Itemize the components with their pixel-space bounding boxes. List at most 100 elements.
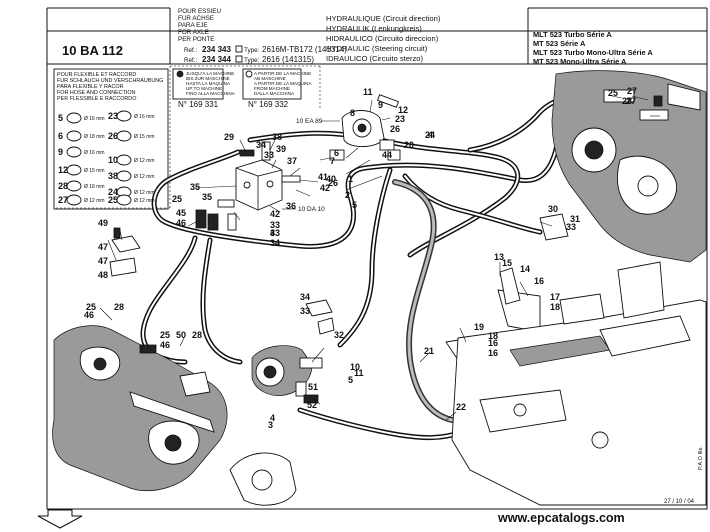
callout-41[interactable]: 41 [318,172,328,182]
callout-43[interactable]: 43 [270,228,280,238]
callout-47[interactable]: 47 [98,242,108,252]
callout-26[interactable]: 26 [390,124,400,134]
callout-5[interactable]: 5 [352,200,357,210]
callout-44[interactable]: 44 [382,150,392,160]
callout-35[interactable]: 35 [190,182,200,192]
svg-text:HYDRAULIC (Steering circuit): HYDRAULIC (Steering circuit) [326,44,428,53]
callout-30[interactable]: 30 [548,204,558,214]
page-code: 10 BA 112 [62,43,123,58]
callout-26[interactable]: 26 [328,178,338,188]
callout-46[interactable]: 46 [176,218,186,228]
callout-36[interactable]: 36 [286,201,296,211]
callout-10[interactable]: 10 [350,362,360,372]
callout-18[interactable]: 18 [550,302,560,312]
hydraulic-pump [251,345,323,404]
clamp-icon [66,180,82,192]
ref-number: 234 343 [202,45,231,54]
callout-9[interactable]: 9 [378,100,383,110]
svg-text:Type:: Type: [244,47,260,54]
callout-31[interactable]: 31 [570,214,580,224]
legend-size: Ø 18 mm [84,134,105,140]
callout-4[interactable]: 4 [428,130,433,140]
callout-45[interactable]: 45 [176,208,186,218]
callout-34[interactable]: 34 [256,140,266,150]
callout-46[interactable]: 46 [84,310,94,320]
legend-index: 26 [108,131,118,141]
callout-2[interactable]: 2 [345,190,350,200]
callout-23[interactable]: 23 [395,114,405,124]
callout-25[interactable]: 25 [172,194,182,204]
callout-3[interactable]: 3 [270,228,275,238]
callout-29[interactable]: 29 [224,132,234,142]
callout-11[interactable]: 11 [363,87,373,97]
page-arrow-icon[interactable] [37,509,83,529]
legend-size: Ø 16 mm [84,150,105,156]
callout-46[interactable]: 46 [160,340,170,350]
svg-text:A PARTIR DE LA MACHINE: A PARTIR DE LA MACHINE [254,71,311,76]
callout-16[interactable]: 16 [488,348,498,358]
type-number: 2616 (141315) [262,55,314,64]
drawing-frame [46,30,708,510]
callout-19[interactable]: 19 [474,322,484,332]
ref-link-10-da-10[interactable]: 10 DA 10 [298,206,325,213]
callout-37[interactable]: 37 [287,156,297,166]
callout-7[interactable]: 7 [330,156,335,166]
callout-11[interactable]: 11 [354,368,364,378]
callout-32[interactable]: 32 [334,330,344,340]
callout-6[interactable]: 6 [334,148,339,158]
callout-1[interactable]: 1 [348,174,353,184]
callout-34[interactable]: 34 [300,292,310,302]
ref-number: 234 344 [202,55,231,64]
callout-16[interactable]: 16 [534,276,544,286]
callout-33[interactable]: 33 [566,222,576,232]
callout-15[interactable]: 15 [502,258,512,268]
callout-14[interactable]: 14 [520,264,530,274]
legend-size: Ø 16 mm [84,116,105,122]
callout-52[interactable]: 52 [307,400,317,410]
callout-40[interactable]: 40 [326,174,336,184]
callout-24[interactable]: 24 [425,130,435,140]
callout-50[interactable]: 50 [176,330,186,340]
callout-16[interactable]: 16 [488,338,498,348]
callout-25[interactable]: 25 [86,302,96,312]
callout-5[interactable]: 5 [348,375,353,385]
callout-33[interactable]: 33 [264,150,274,160]
callout-8[interactable]: 8 [350,108,355,118]
callout-28[interactable]: 28 [622,96,632,106]
callout-42[interactable]: 42 [270,209,280,219]
callout-49[interactable]: 49 [98,218,108,228]
callout-12[interactable]: 12 [398,105,408,115]
ref-link-10-ea-89[interactable]: 10 EA 89 [296,118,323,125]
callout-4[interactable]: 4 [270,413,275,423]
callout-47[interactable]: 47 [98,256,108,266]
callout-33[interactable]: 33 [300,306,310,316]
callout-20[interactable]: 20 [404,140,414,150]
callout-13[interactable]: 13 [494,252,504,262]
callout-28[interactable]: 28 [114,302,124,312]
callout-25[interactable]: 25 [608,88,618,98]
callout-39[interactable]: 39 [276,144,286,154]
callout-34[interactable]: 34 [270,238,280,248]
callout-42[interactable]: 42 [320,183,330,193]
callout-27[interactable]: 27 [626,96,636,106]
callout-27[interactable]: 27 [627,86,637,96]
callout-38[interactable]: 38 [272,132,282,142]
callout-18[interactable]: 18 [488,331,498,341]
callout-22[interactable]: 22 [456,402,466,412]
callout-25[interactable]: 25 [160,330,170,340]
callout-35[interactable]: 35 [202,192,212,202]
callout-33[interactable]: 33 [270,220,280,230]
callout-17[interactable]: 17 [550,292,560,302]
callout-28[interactable]: 28 [192,330,202,340]
callout-3[interactable]: 3 [268,420,273,430]
callout-51[interactable]: 51 [308,382,318,392]
callout-48[interactable]: 48 [98,270,108,280]
callout-21[interactable]: 21 [424,346,434,356]
svg-text:HYDRAULIQUE (Circuit direction: HYDRAULIQUE (Circuit direction) [326,14,441,23]
